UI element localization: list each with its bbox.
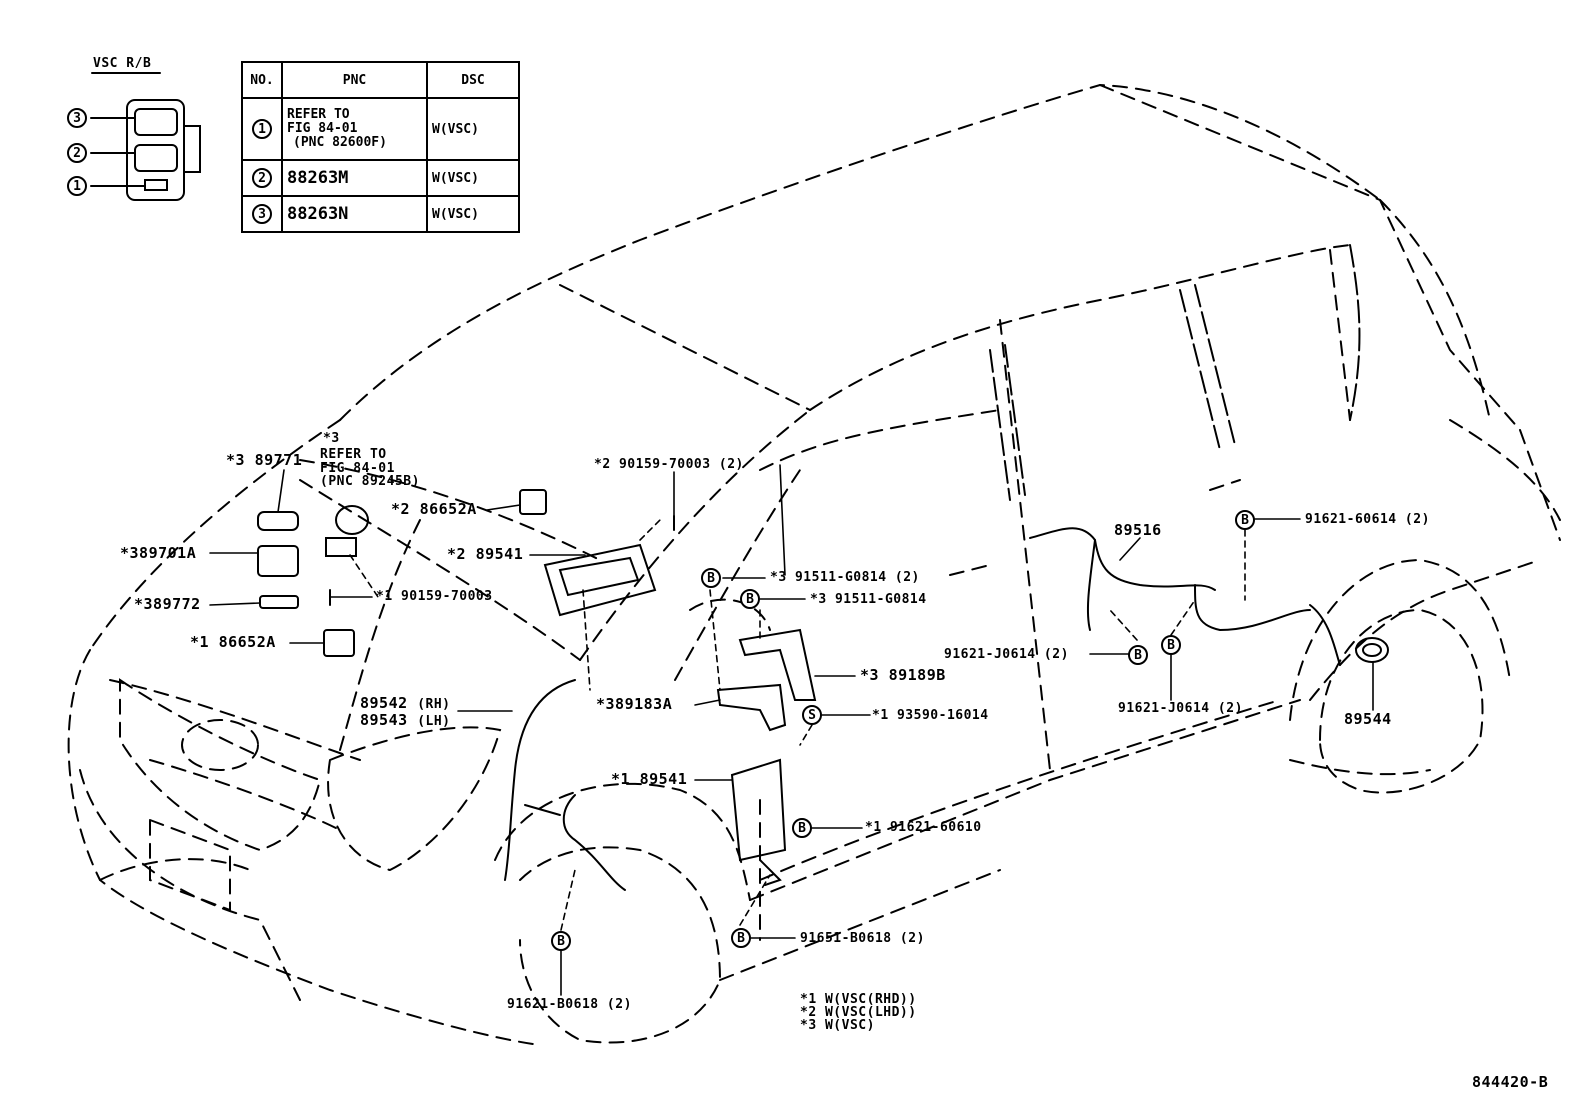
callout-89772: *389772 (134, 595, 201, 613)
callout-89541-2: *2 89541 (447, 545, 524, 563)
leader-lines (209, 464, 1374, 996)
connector-pin-2: 2 (67, 143, 87, 163)
callout-91621-j0614-a: 91621-J0614 (2) (944, 647, 1069, 662)
note-2: *2 W(VSC(LHD)) (800, 1005, 917, 1020)
callout-91621-60610: *1 91621-60610 (865, 820, 982, 835)
header-dsc: DSC (426, 61, 520, 99)
header-pnc: PNC (281, 61, 428, 99)
window-frame (989, 244, 1361, 501)
bolt-marker: B (551, 931, 571, 951)
connector-legend-drawing (90, 72, 201, 201)
connector-pin-1: 1 (67, 176, 87, 196)
parts-drawings (257, 489, 1389, 891)
dsc-value: W(VSC) (426, 195, 520, 233)
callout-86652a-1: *1 86652A (190, 633, 276, 651)
pnc-value: 88263N (281, 195, 428, 233)
callout-89542-side: (RH) (417, 697, 451, 712)
callout-91621-j0614-b: 91621-J0614 (2) (1118, 701, 1243, 716)
callout-89543-side: (LH) (417, 714, 451, 729)
pnc-value: (PNC 82600F) (293, 135, 387, 151)
callout-89189b: *3 89189B (860, 666, 946, 684)
car-body-outline (67, 83, 1561, 1046)
note-1: *1 W(VSC(RHD)) (800, 992, 917, 1007)
callout-89771: *3 89771 (226, 451, 303, 469)
note-3: *3 W(VSC) (800, 1018, 875, 1033)
callout-91511-a: *3 91511-G0814 (2) (770, 570, 920, 585)
connector-title: VSC R/B (93, 56, 152, 71)
dsc-value: W(VSC) (426, 159, 520, 197)
connector-pin-3: 3 (67, 108, 87, 128)
callout-91511-b: *3 91511-G0814 (810, 592, 927, 607)
callout-89544: 89544 (1344, 710, 1392, 728)
bolt-marker: B (731, 928, 751, 948)
dsc-value: W(VSC) (426, 97, 520, 161)
callout-89516: 89516 (1114, 521, 1162, 539)
row-number: 1 (252, 119, 272, 139)
callout-93590: *1 93590-16014 (872, 708, 989, 723)
pnc-value: REFER TO (287, 106, 350, 122)
bolt-marker: B (792, 818, 812, 838)
callout-refer-fig: REFER TO FIG 84-01 (PNC 89245B) (320, 447, 420, 490)
figure-code: 844420-B (1472, 1073, 1549, 1091)
pnc-table: NO. PNC DSC 1 REFER TO FIG 84-01 (PNC 82… (241, 61, 520, 233)
callout-91621-b0618: 91621-B0618 (2) (507, 997, 632, 1012)
header-no: NO. (241, 61, 283, 99)
table-row: 1 REFER TO FIG 84-01 (PNC 82600F) W(VSC) (241, 97, 520, 161)
table-row: 3 88263N W(VSC) (241, 195, 520, 233)
callout-89543: 89543 (LH) (360, 711, 451, 729)
mount-guides (349, 519, 1246, 931)
callout-89701a: *389701A (120, 544, 197, 562)
callout-91651: 91651-B0618 (2) (800, 931, 925, 946)
callout-89183a: *389183A (596, 695, 673, 713)
screw-marker: S (802, 705, 822, 725)
callout-90159-pair: *2 90159-70003 (2) (594, 457, 744, 472)
pnc-value: 88263M (281, 159, 428, 197)
callout-89542-number: 89542 (360, 694, 408, 712)
callout-89541-1: *1 89541 (611, 770, 688, 788)
bolt-marker: B (740, 589, 760, 609)
pnc-value: FIG 84-01 (287, 120, 358, 136)
callout-91621-60614: 91621-60614 (2) (1305, 512, 1430, 527)
callout-refer-star: *3 (323, 431, 340, 446)
callout-89542: 89542 (RH) (360, 694, 451, 712)
row-number: 2 (252, 168, 272, 188)
pnc-table-header: NO. PNC DSC (241, 61, 520, 99)
bolt-marker: B (1128, 645, 1148, 665)
table-row: 2 88263M W(VSC) (241, 159, 520, 197)
callout-89543-number: 89543 (360, 711, 408, 729)
bolt-marker: B (1235, 510, 1255, 530)
bolt-marker: B (1161, 635, 1181, 655)
callout-86652a-2: *2 86652A (391, 500, 477, 518)
row-number: 3 (252, 204, 272, 224)
bolt-marker: B (701, 568, 721, 588)
callout-90159-single: *1 90159-70003 (376, 589, 493, 604)
